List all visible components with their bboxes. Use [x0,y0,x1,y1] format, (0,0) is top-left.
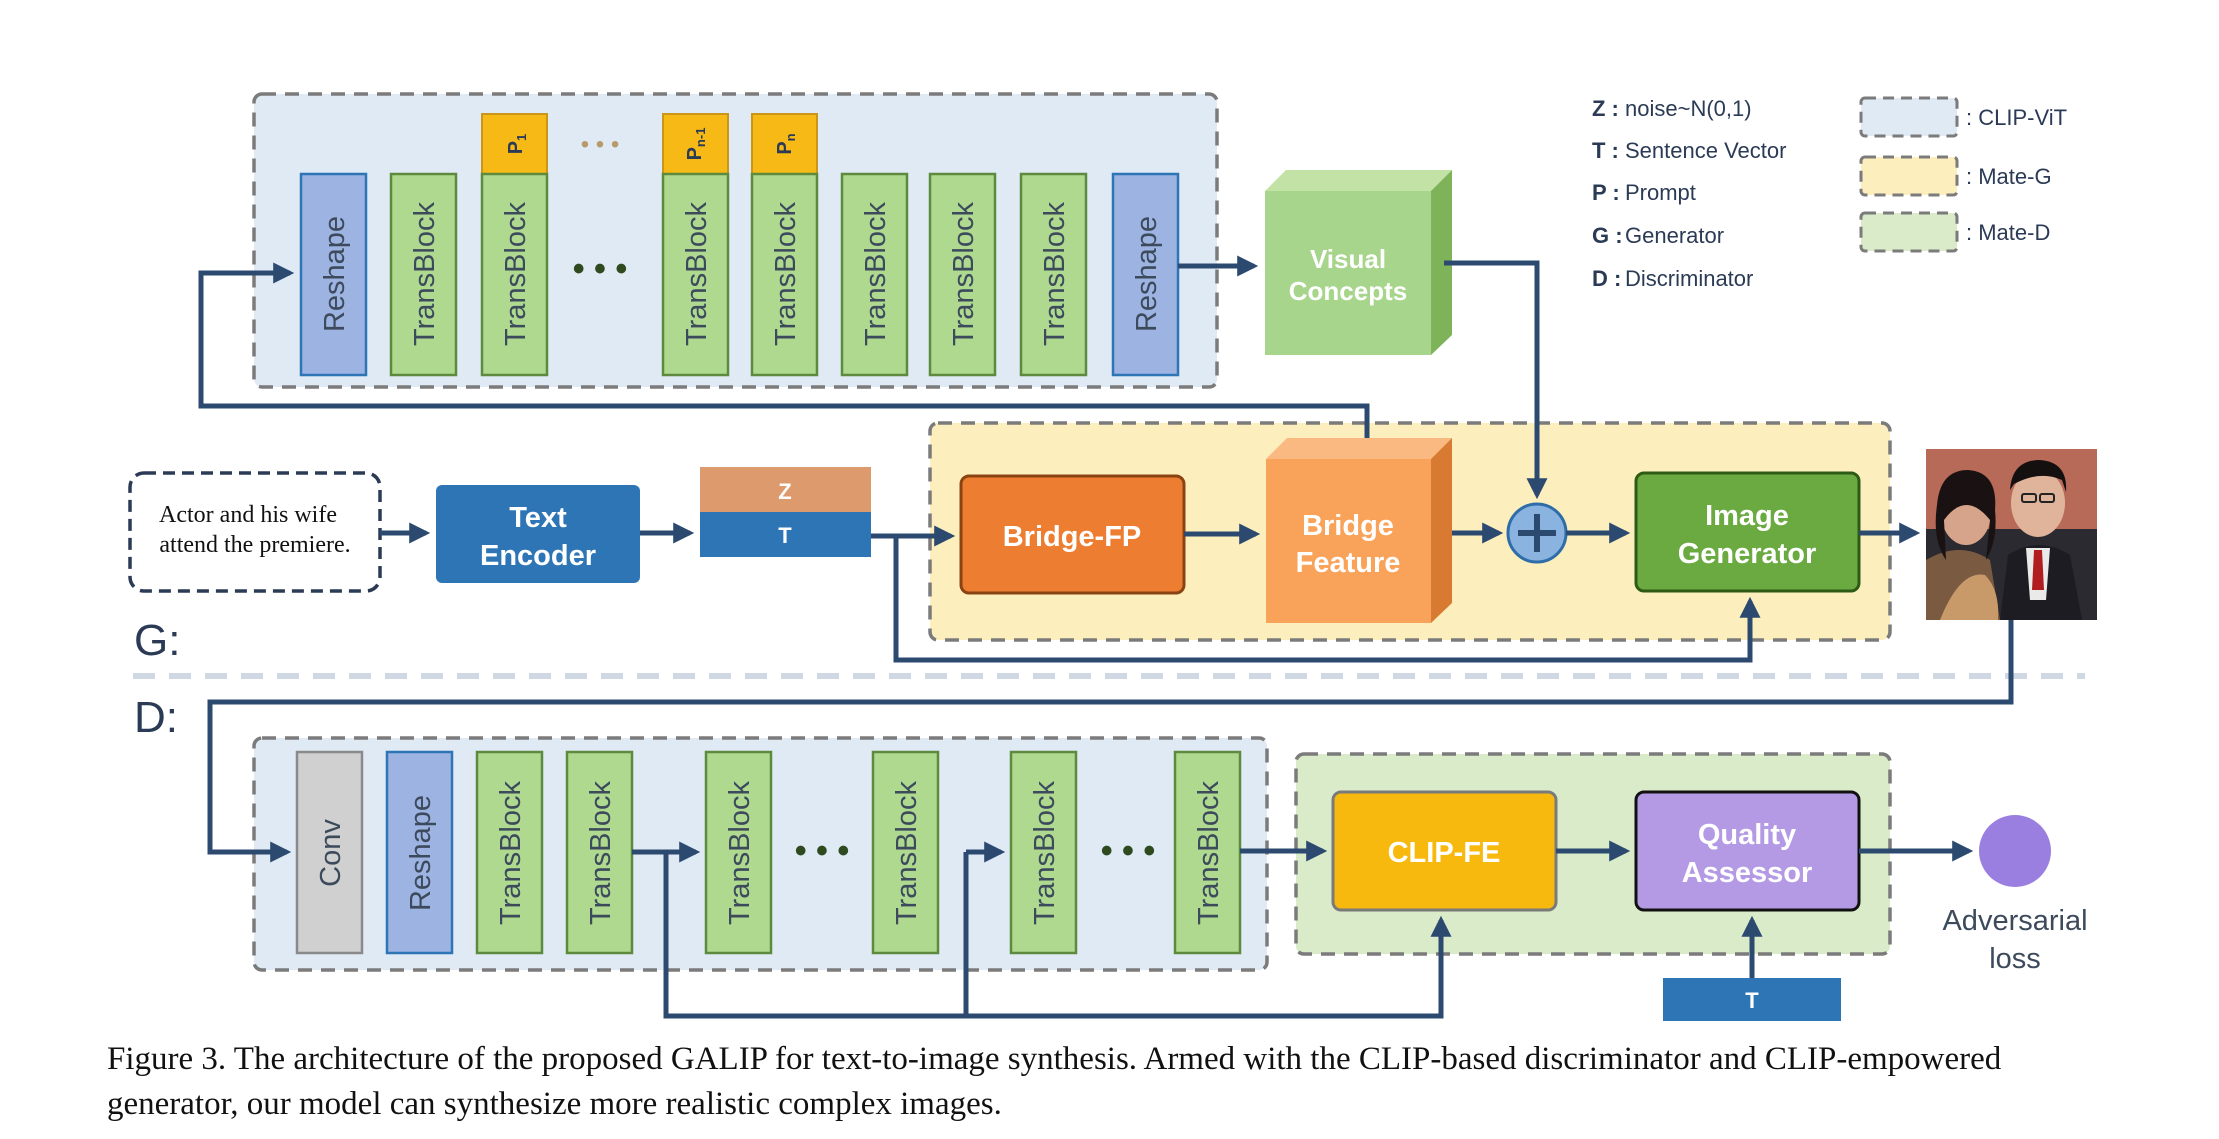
conv-block [295,750,364,955]
transblock-bottom-1 [475,750,544,955]
transblock-top-3-label: TransBlock [681,202,713,346]
generator-section-label: G: [134,616,180,665]
galip-architecture-diagram: Z : noise~N(0,1) T : Sentence Vector P :… [128,92,2097,1021]
prompt-label-1: P1 [505,134,529,155]
arrow-bridge-feature-to-reshape [198,262,1370,438]
image-generator-line1: Image [1705,500,1789,532]
legend-text-d: Discriminator [1625,266,1753,291]
arrow-t-to-image-generator [893,536,1761,663]
transblock-top-7-label: TransBlock [1039,202,1071,346]
transblock-bottom-ellipsis-1: • • • [795,832,850,870]
visual-concepts-box: Visual Concepts [1265,170,1452,355]
transblock-bottom-2-label: TransBlock [585,781,617,925]
legend-label-clip-vit: : CLIP-ViT [1966,105,2067,130]
legend-key-d: D : [1592,266,1621,291]
adversarial-loss-line1: Adversarial [1942,905,2087,937]
bridge-feature-line2: Feature [1296,547,1401,579]
adversarial-loss-line2: loss [1989,943,2041,975]
t-label-bottom: T [1745,988,1759,1013]
bridge-feature-box: Bridge Feature [1266,438,1452,623]
legend-key-p: P : [1592,180,1620,205]
transblock-bottom-5-label: TransBlock [1029,781,1061,925]
transblock-bottom-3 [704,750,773,955]
visual-concepts-line2: Concepts [1289,276,1407,306]
image-generator-box [1634,471,1861,593]
quality-assessor-line2: Assessor [1682,857,1813,889]
transblock-bottom-4-label: TransBlock [891,781,923,925]
reshape-block-bottom [385,750,454,955]
connectors [198,255,2014,1019]
transblock-top-5-label: TransBlock [860,202,892,346]
legend-label-mate-g: : Mate-G [1966,164,2052,189]
reshape-block-left [299,172,368,377]
reshape-block-right [1111,172,1180,377]
legend-text-t: Sentence Vector [1625,138,1786,163]
reshape-label-right: Reshape [1131,216,1163,332]
z-vector [700,467,871,512]
z-label: Z [778,479,791,504]
image-generator-line2: Generator [1678,538,1817,570]
arrow-visual-concepts-to-plus [1444,260,1548,500]
transblock-top-1 [389,172,458,377]
transblock-top-5 [840,172,909,377]
legend-key-z: Z : [1592,96,1619,121]
legend-text-p: Prompt [1625,180,1696,205]
figure-caption: Figure 3. The architecture of the propos… [107,1041,2002,1122]
prompt-block-n [751,113,818,175]
transblock-top-2 [480,172,549,377]
bridge-feature-line1: Bridge [1302,510,1394,542]
transblock-top-2-label: TransBlock [500,202,532,346]
text-encoder-line2: Encoder [480,540,596,572]
transblock-bottom-ellipsis-2: • • • [1101,832,1156,870]
prompt-label-n: Pn [774,133,798,154]
transblock-top-ellipsis: • • • [573,250,628,288]
text-encoder-line1: Text [509,502,567,534]
transblock-top-6 [928,172,997,377]
plus-icon [1506,502,1568,564]
arrow-image-to-conv [207,620,2014,863]
legend-text-g: Generator [1625,223,1724,248]
t-vector [700,512,871,557]
transblock-bottom-3-label: TransBlock [724,781,756,925]
quality-assessor-line1: Quality [1698,819,1796,851]
reshape-label-bottom: Reshape [405,795,437,911]
clip-fe-label: CLIP-FE [1388,837,1501,869]
transblock-bottom-6-label: TransBlock [1193,781,1225,925]
transblock-top-1-label: TransBlock [409,202,441,346]
legend-swatch-clip-vit [1859,96,1959,138]
generated-image [1926,449,2097,620]
conv-label: Conv [315,819,347,887]
input-text-line2: attend the premiere. [159,532,350,558]
legend-label-mate-d: : Mate-D [1966,220,2050,245]
visual-concepts-line1: Visual [1310,244,1386,274]
arrow-taps-to-clip-fe [663,852,1452,1019]
transblock-bottom-4 [871,750,940,955]
legend: Z : noise~N(0,1) T : Sentence Vector P :… [1592,96,2067,291]
bridge-fp-label: Bridge-FP [1003,521,1142,553]
transblock-top-6-label: TransBlock [948,202,980,346]
transblock-top-4-label: TransBlock [770,202,802,346]
reshape-label-left: Reshape [319,216,351,332]
quality-assessor-box [1634,790,1861,912]
legend-swatch-mate-g [1859,155,1959,197]
transblock-top-4 [750,172,819,377]
legend-swatch-mate-d [1859,211,1959,253]
text-encoder-box [436,485,640,583]
input-text-line1: Actor and his wife [159,502,337,528]
transblock-bottom-5 [1009,750,1078,955]
transblock-top-7 [1019,172,1088,377]
t-vector-bottom [1663,978,1841,1021]
transblock-bottom-1-label: TransBlock [495,781,527,925]
prompt-block-1 [481,113,548,175]
prompt-label-n-1: Pn-1 [684,128,708,161]
legend-key-g: G : [1592,223,1623,248]
transblock-top-3 [661,172,730,377]
adversarial-loss-dot [1979,815,2051,887]
t-label: T [778,523,792,548]
legend-key-t: T : [1592,138,1619,163]
prompt-ellipsis: • • • [581,131,620,158]
discriminator-section-label: D: [134,693,178,742]
legend-text-z: noise~N(0,1) [1625,96,1752,121]
